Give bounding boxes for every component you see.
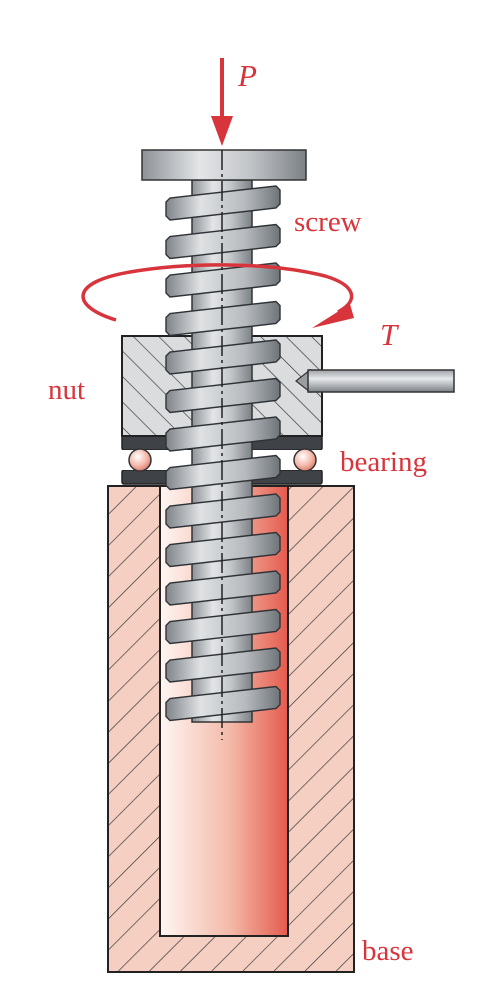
thread-flight (165, 300, 281, 337)
thread-flight (165, 454, 281, 491)
thread-flight (165, 223, 281, 260)
torque-label: T (380, 317, 400, 352)
screw-threads (165, 185, 281, 722)
thread-flight (165, 608, 281, 645)
torque-arrow (81, 263, 354, 328)
thread-flight (165, 647, 281, 683)
bearing-ball-left (128, 448, 152, 472)
nut-label: nut (48, 374, 85, 406)
bearing-ball-right (293, 448, 317, 472)
load-arrow (211, 58, 233, 146)
load-label: P (237, 58, 257, 93)
thread-flight (165, 493, 281, 529)
screw-label: screw (294, 206, 362, 238)
handle-bar (295, 368, 455, 394)
thread-flight (165, 416, 281, 452)
thread-flight (165, 685, 281, 722)
thread-flight (165, 262, 281, 298)
thread-flight (165, 377, 281, 414)
thread-flight (165, 339, 281, 375)
thread-flight (165, 570, 281, 606)
thread-flight (165, 531, 281, 568)
screw-head (141, 149, 307, 181)
thread-flight (165, 185, 281, 221)
bearing-label: bearing (340, 446, 427, 478)
base-label: base (362, 935, 414, 967)
